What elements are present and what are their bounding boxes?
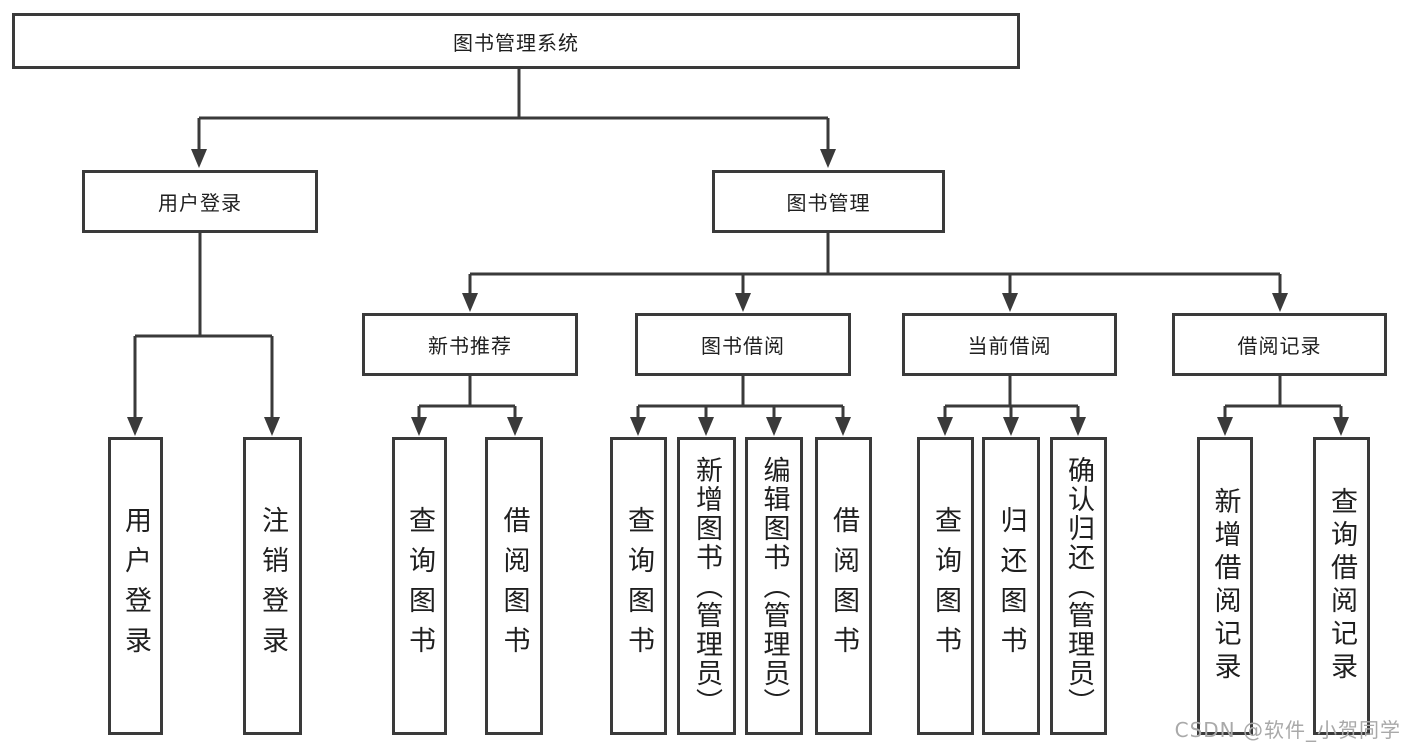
node-current-borrowing-label: 当前借阅: [967, 334, 1052, 358]
node-borrowing-records-label: 借阅记录: [1237, 334, 1322, 358]
node-new-book-recommend: 新书推荐: [362, 313, 578, 376]
leaf-user-login-label: 用户登录: [120, 506, 151, 666]
node-book-borrowing-label: 图书借阅: [701, 334, 785, 358]
node-user-login: 用户登录: [82, 170, 318, 233]
node-book-borrowing: 图书借阅: [635, 313, 851, 376]
node-root-label: 图书管理系统: [453, 30, 579, 55]
leaf-return-book: 归还图书: [982, 437, 1040, 735]
leaf-query-books-current: 查询图书: [917, 437, 974, 735]
leaf-query-books-current-label: 查询图书: [930, 506, 961, 666]
node-root: 图书管理系统: [12, 13, 1020, 69]
leaf-edit-book-admin: 编辑图书（管理员）: [745, 437, 803, 735]
connector-current-children: [943, 376, 1080, 419]
node-user-login-label: 用户登录: [158, 191, 242, 215]
connector-borrowing-children: [636, 376, 845, 419]
leaf-query-borrow-record: 查询借阅记录: [1313, 437, 1370, 735]
leaf-borrow-books-borrowing: 借阅图书: [815, 437, 872, 735]
leaf-add-borrow-record: 新增借阅记录: [1197, 437, 1253, 735]
connector-manage-children: [468, 233, 1282, 295]
leaf-query-books-borrowing-label: 查询图书: [623, 506, 654, 666]
leaf-query-borrow-record-label: 查询借阅记录: [1326, 487, 1357, 685]
leaf-logout-label: 注销登录: [257, 506, 288, 666]
connector-records-children: [1223, 376, 1343, 419]
leaf-borrow-books-borrowing-label: 借阅图书: [828, 506, 859, 666]
connector-root: [197, 69, 830, 151]
leaf-query-books-recommend-label: 查询图书: [404, 506, 435, 666]
node-book-management-label: 图书管理: [786, 191, 871, 215]
leaf-add-borrow-record-label: 新增借阅记录: [1209, 487, 1241, 685]
leaf-confirm-return-admin: 确认归还（管理员）: [1050, 437, 1107, 735]
leaf-query-books-recommend: 查询图书: [392, 437, 447, 735]
leaf-logout: 注销登录: [243, 437, 302, 735]
connector-recommend-children: [417, 376, 517, 419]
csdn-watermark: CSDN @软件_小贺同学: [1174, 718, 1401, 742]
node-new-book-recommend-label: 新书推荐: [428, 334, 512, 358]
leaf-query-books-borrowing: 查询图书: [610, 437, 667, 735]
leaf-borrow-books-recommend: 借阅图书: [485, 437, 543, 735]
leaf-add-book-admin-label: 新增图书（管理员）: [691, 455, 722, 717]
node-book-management: 图书管理: [712, 170, 945, 233]
leaf-borrow-books-recommend-label: 借阅图书: [498, 506, 530, 666]
connector-login-children: [133, 233, 274, 419]
leaf-return-book-label: 归还图书: [995, 506, 1027, 666]
leaf-add-book-admin: 新增图书（管理员）: [677, 437, 736, 735]
arrowheads: [127, 149, 1349, 436]
leaf-edit-book-admin-label: 编辑图书（管理员）: [758, 455, 790, 717]
node-current-borrowing: 当前借阅: [902, 313, 1117, 376]
leaf-confirm-return-admin-label: 确认归还（管理员）: [1063, 455, 1094, 717]
leaf-user-login: 用户登录: [108, 437, 163, 735]
node-borrowing-records: 借阅记录: [1172, 313, 1387, 376]
